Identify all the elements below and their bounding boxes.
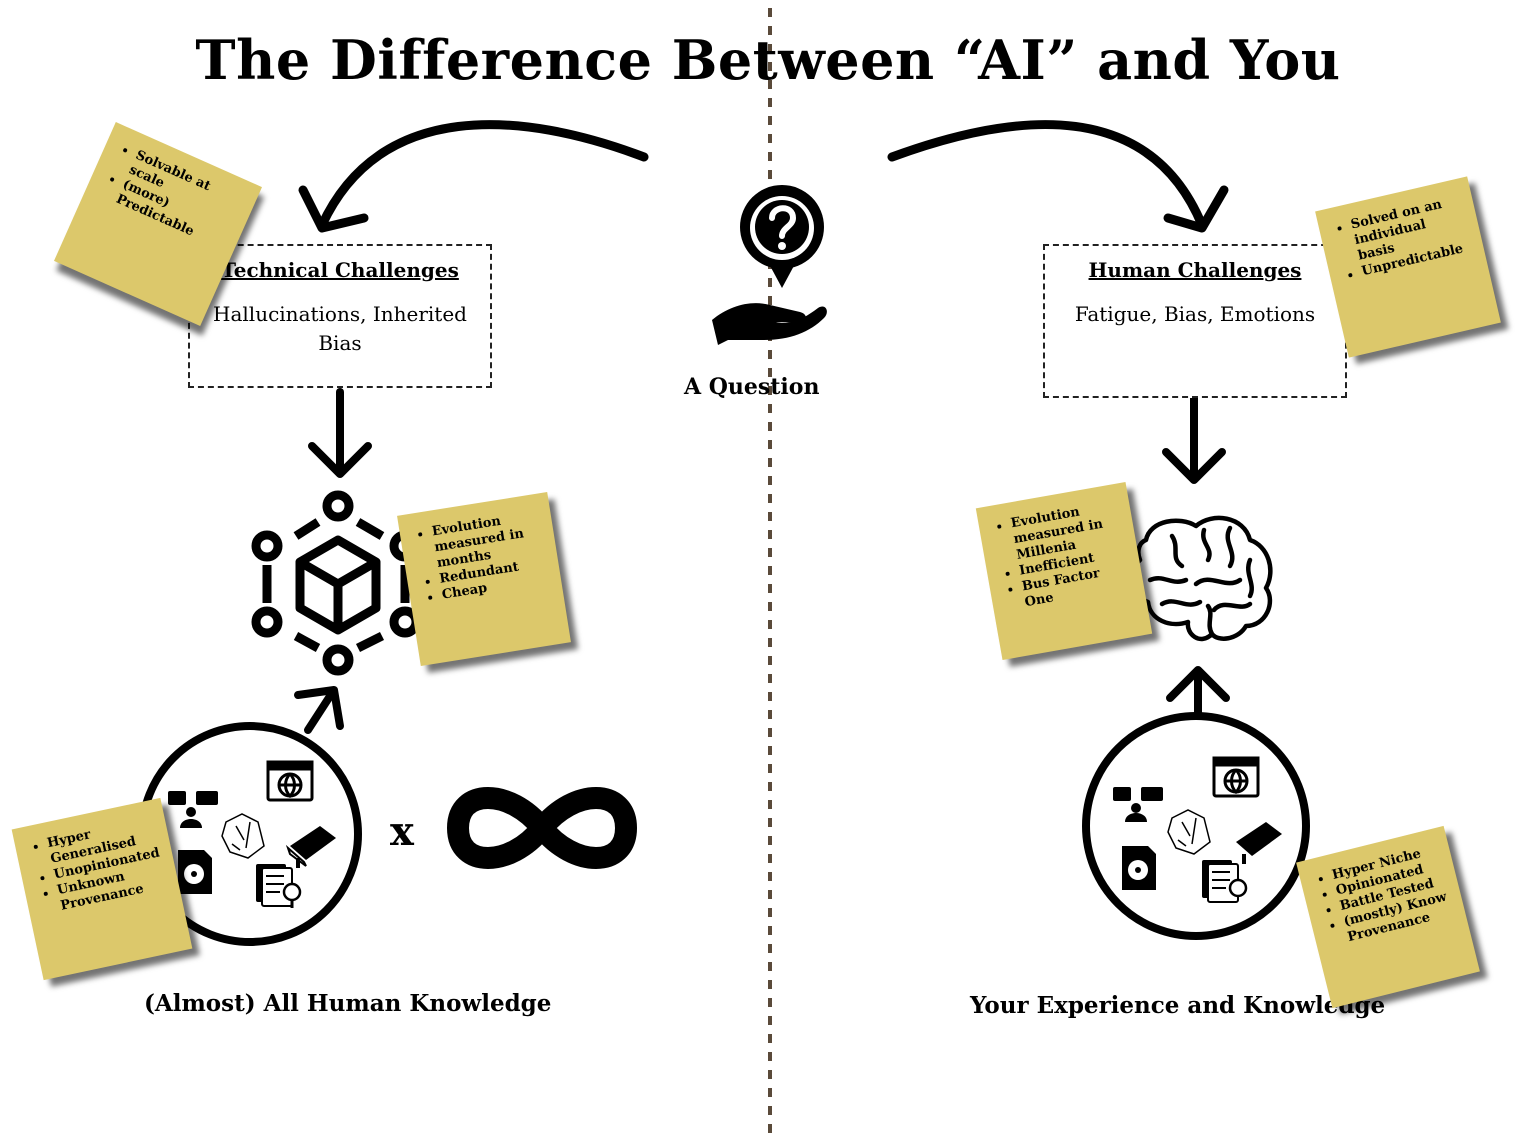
arrow-to-technical	[298, 120, 649, 233]
question-label: A Question	[684, 374, 820, 400]
human-challenges-title: Human Challenges	[1088, 258, 1302, 282]
globe-window-icon	[266, 760, 314, 802]
globe-window-icon-right	[1212, 756, 1260, 798]
brain-icon	[1130, 515, 1273, 642]
document-search-icon	[256, 864, 302, 908]
arrow-down-right	[1162, 394, 1226, 484]
technical-challenges-text: Hallucinations, Inherited Bias	[213, 302, 467, 355]
network-cube-icon	[251, 490, 421, 676]
multiplier-sign: x	[390, 808, 414, 855]
human-challenges-text: Fatigue, Bias, Emotions	[1074, 302, 1316, 326]
question-bubble-icon	[740, 185, 824, 288]
knowledge-circle-right	[1082, 712, 1310, 940]
human-challenges-box: Human Challenges Fatigue, Bias, Emotions	[1043, 244, 1347, 398]
open-hand-icon	[712, 303, 827, 345]
translate-icon-right	[1113, 787, 1163, 822]
infinity-icon	[446, 787, 638, 869]
map-icon	[221, 813, 265, 859]
page-title: The Difference Between “AI” and You	[195, 28, 1341, 92]
arrow-up-left-knowledge	[294, 686, 344, 734]
arrow-to-human	[887, 120, 1229, 233]
arrow-up-right	[1166, 666, 1230, 722]
disc-file-icon	[178, 850, 212, 894]
translate-icon	[168, 791, 218, 828]
document-search-icon-right	[1202, 860, 1248, 903]
book-icon-right	[1236, 822, 1282, 864]
sticky-note-brain: Evolution measured in Millenia Inefficie…	[975, 481, 1153, 661]
technical-challenges-box: Technical Challenges Hallucinations, Inh…	[188, 244, 492, 388]
technical-challenges-title: Technical Challenges	[221, 258, 459, 282]
disc-file-icon-right	[1122, 846, 1156, 890]
right-caption: Your Experience and Knowledge	[970, 992, 1386, 1019]
arrow-down-left	[308, 388, 372, 478]
sticky-note-knowledge-left: Hyper Generalised Unopinionated Unknown …	[11, 797, 193, 981]
sticky-note-model: Evolution measured in months Redundant C…	[397, 492, 571, 666]
book-icon	[285, 826, 336, 868]
map-icon-right	[1167, 809, 1211, 855]
left-caption: (Almost) All Human Knowledge	[144, 990, 552, 1017]
